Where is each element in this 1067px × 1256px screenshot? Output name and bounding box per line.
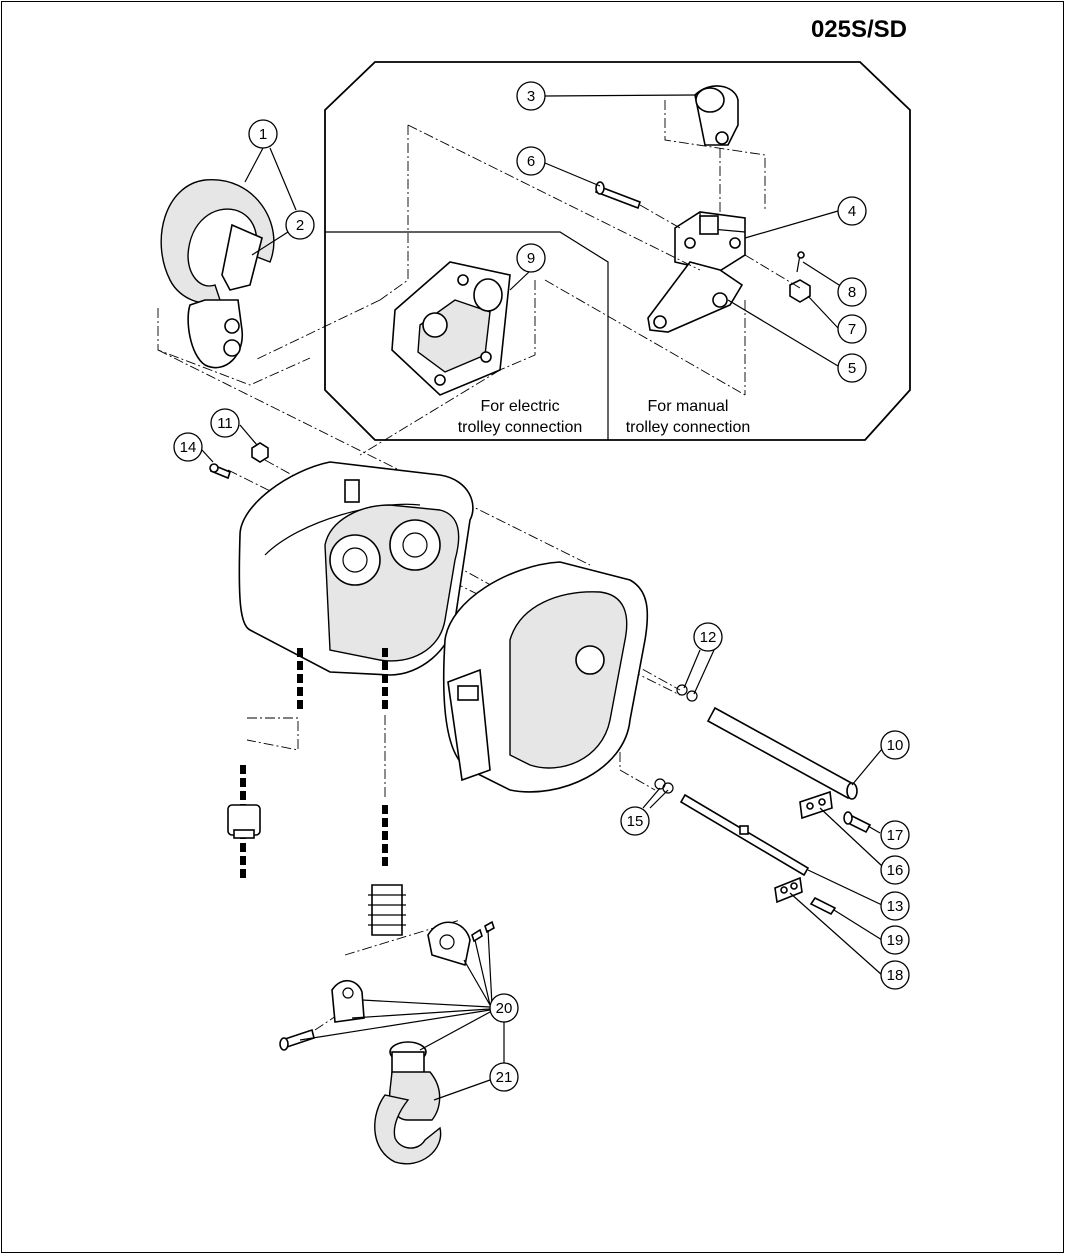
plate-16 bbox=[799, 790, 833, 820]
housing-left bbox=[238, 461, 474, 676]
housing-right bbox=[442, 561, 649, 793]
inset-divider bbox=[325, 231, 609, 440]
trolley-block-4 bbox=[674, 211, 746, 273]
svg-text:1: 1 bbox=[259, 126, 267, 143]
chain-stopper bbox=[227, 804, 261, 839]
svg-text:7: 7 bbox=[848, 321, 856, 338]
callout-4: 4 bbox=[837, 196, 867, 226]
svg-text:13: 13 bbox=[887, 898, 904, 915]
svg-text:18: 18 bbox=[887, 967, 904, 984]
callout-13: 13 bbox=[880, 891, 910, 921]
svg-text:17: 17 bbox=[887, 827, 904, 844]
pin-6 bbox=[594, 181, 642, 210]
callout-11: 11 bbox=[210, 408, 240, 438]
svg-text:21: 21 bbox=[496, 1069, 513, 1086]
svg-text:5: 5 bbox=[848, 360, 856, 377]
svg-text:16: 16 bbox=[887, 862, 904, 879]
callout-8: 8 bbox=[837, 277, 867, 307]
top-hook bbox=[160, 179, 275, 369]
rod-13 bbox=[679, 793, 810, 877]
svg-text:4: 4 bbox=[848, 203, 856, 220]
bolt-17 bbox=[843, 811, 872, 834]
electric-caption-line2: trolley connection bbox=[458, 419, 583, 436]
bracket-5 bbox=[647, 261, 744, 333]
svg-text:12: 12 bbox=[700, 629, 717, 646]
bolt-19 bbox=[809, 896, 837, 916]
hook-block-half-b bbox=[331, 980, 365, 1023]
callout-16: 16 bbox=[880, 855, 910, 885]
clevis-3 bbox=[694, 85, 739, 146]
callout-2: 2 bbox=[285, 210, 315, 240]
electric-caption-line1: For electric bbox=[480, 398, 559, 415]
callout-1: 1 bbox=[248, 119, 278, 149]
chain-left bbox=[240, 648, 388, 880]
svg-text:15: 15 bbox=[627, 813, 644, 830]
cotter-pin-8 bbox=[796, 251, 805, 273]
callout-3: 3 bbox=[516, 81, 546, 111]
leader-lines bbox=[201, 94, 883, 1101]
callout-15: 15 bbox=[620, 806, 650, 836]
svg-text:11: 11 bbox=[217, 415, 233, 432]
bolt-20 bbox=[279, 1028, 315, 1051]
plate-18 bbox=[774, 876, 803, 904]
model-title: 025S/SD bbox=[810, 16, 907, 43]
screw-14 bbox=[209, 463, 231, 480]
clip-15 bbox=[654, 778, 674, 794]
hook-block-half-a bbox=[427, 921, 471, 967]
manual-caption-line2: trolley connection bbox=[626, 419, 751, 436]
callout-5: 5 bbox=[837, 353, 867, 383]
svg-text:20: 20 bbox=[496, 1000, 513, 1017]
callout-20: 20 bbox=[489, 993, 519, 1023]
callout-6: 6 bbox=[516, 146, 546, 176]
callout-14: 14 bbox=[173, 432, 203, 462]
clip-12 bbox=[676, 684, 698, 702]
callout-10: 10 bbox=[880, 730, 910, 760]
svg-text:6: 6 bbox=[527, 153, 535, 170]
manual-caption-line1: For manual bbox=[648, 398, 729, 415]
svg-text:8: 8 bbox=[848, 284, 856, 301]
svg-text:2: 2 bbox=[296, 217, 304, 234]
svg-text:9: 9 bbox=[527, 250, 535, 267]
nut-11 bbox=[251, 442, 269, 463]
callout-7: 7 bbox=[837, 314, 867, 344]
svg-text:19: 19 bbox=[887, 932, 904, 949]
callout-9: 9 bbox=[516, 243, 546, 273]
callout-12: 12 bbox=[693, 622, 723, 652]
spring-buffer bbox=[368, 884, 406, 936]
callout-17: 17 bbox=[880, 820, 910, 850]
bottom-hook-21 bbox=[374, 1041, 442, 1165]
svg-text:3: 3 bbox=[527, 88, 535, 105]
screw-20 bbox=[471, 920, 495, 943]
callout-19: 19 bbox=[880, 925, 910, 955]
svg-text:10: 10 bbox=[887, 737, 904, 754]
svg-text:14: 14 bbox=[180, 439, 197, 456]
callout-18: 18 bbox=[880, 960, 910, 990]
inset-frame bbox=[324, 61, 911, 441]
shaft-10 bbox=[706, 706, 858, 800]
callout-21: 21 bbox=[489, 1062, 519, 1092]
